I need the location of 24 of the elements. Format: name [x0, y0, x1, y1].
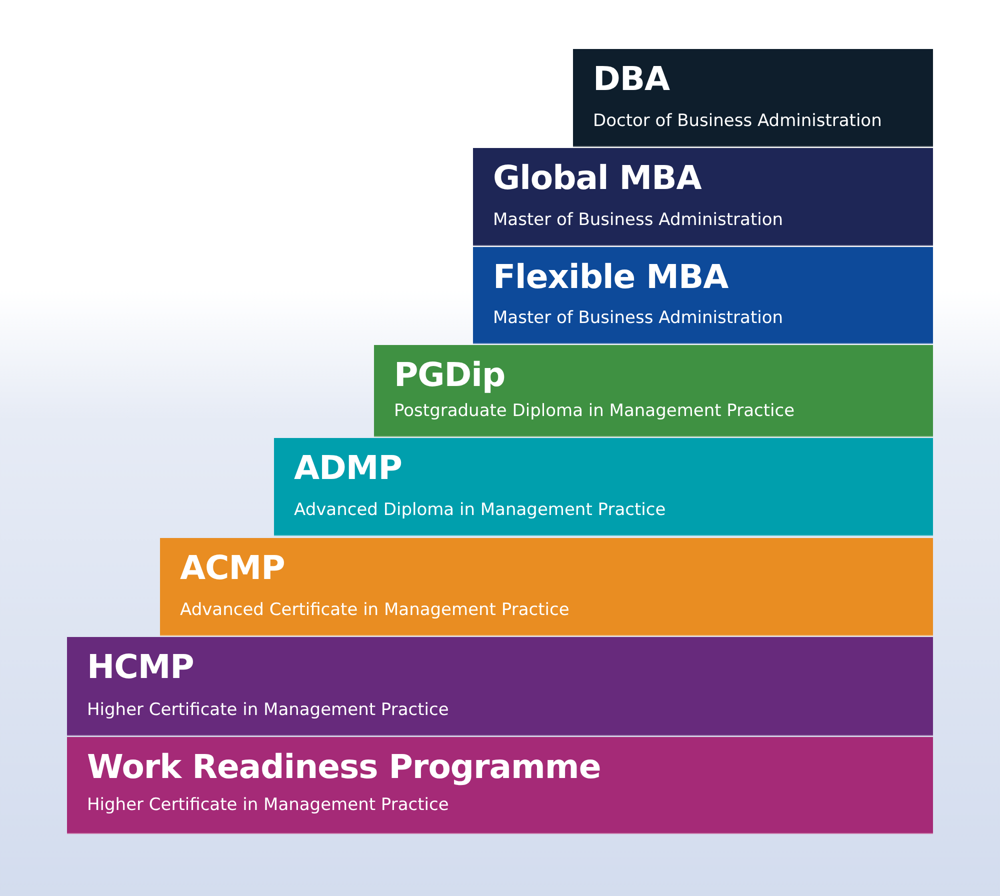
programme-title: ADMP	[294, 448, 402, 487]
programme-subtitle: Advanced Certificate in Management Practice	[180, 600, 570, 620]
programme-title: PGDip	[394, 355, 506, 394]
programme-title: Work Readiness Programme	[87, 747, 601, 786]
level-band	[374, 345, 933, 437]
level-band	[67, 637, 933, 736]
programme-subtitle: Master of Business Administration	[493, 308, 784, 328]
programme-title: ACMP	[180, 548, 285, 587]
programme-title: HCMP	[87, 647, 194, 686]
programme-subtitle: Higher Certificate in Management Practice	[87, 700, 449, 720]
programme-title: Global MBA	[493, 158, 702, 197]
level-band	[67, 737, 933, 834]
level-band	[573, 49, 933, 147]
level-band	[160, 538, 933, 636]
level-band	[473, 247, 933, 344]
level-band	[473, 148, 933, 246]
programme-subtitle: Higher Certificate in Management Practice	[87, 795, 449, 815]
programme-subtitle: Doctor of Business Administration	[593, 111, 882, 131]
programme-subtitle: Master of Business Administration	[493, 210, 784, 230]
level-band	[274, 438, 933, 536]
programme-title: Flexible MBA	[493, 257, 728, 296]
programme-subtitle: Advanced Diploma in Management Practice	[294, 500, 666, 520]
programme-subtitle: Postgraduate Diploma in Management Practice	[394, 401, 795, 421]
programme-title: DBA	[593, 59, 670, 98]
